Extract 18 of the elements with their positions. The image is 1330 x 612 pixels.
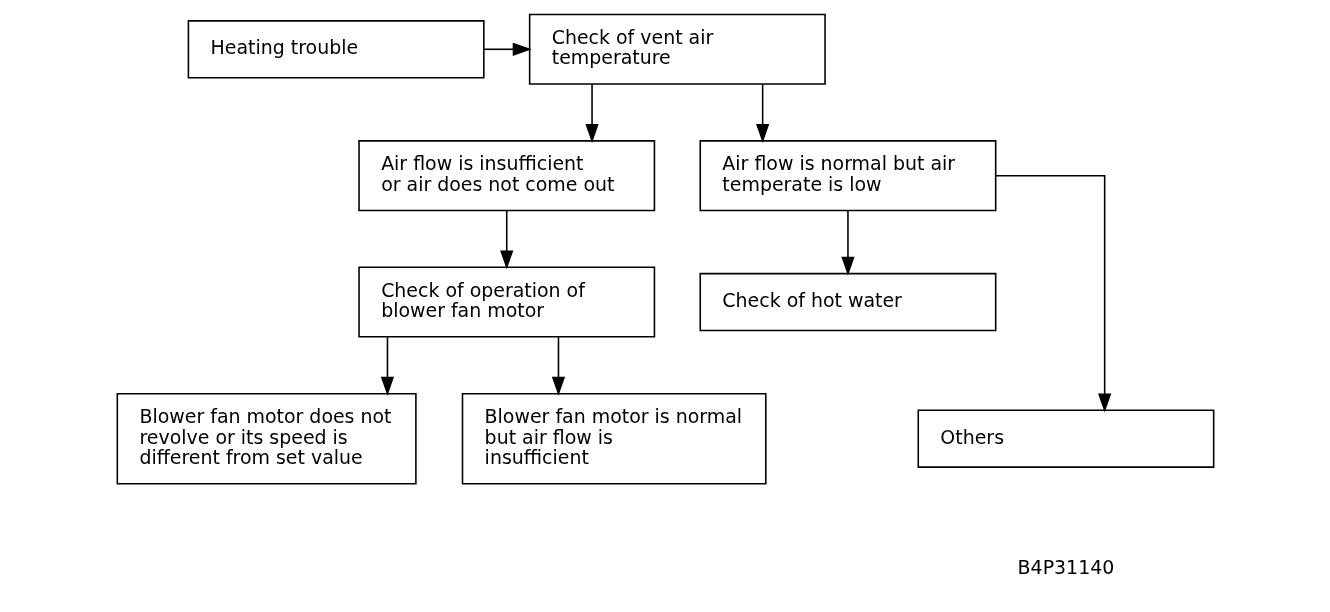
node-box: Check of vent air temperature [528, 13, 826, 85]
node-box: Others [916, 409, 1214, 468]
node-box: Check of hot water [698, 272, 996, 332]
arrow [755, 83, 769, 144]
arrow [380, 336, 394, 396]
node-box: Check of operation of blower fan motor [357, 266, 655, 338]
arrow [994, 174, 1111, 413]
node-box: Air flow is insufficient or air does not come out [357, 140, 655, 212]
arrow [499, 210, 513, 270]
arrow [483, 42, 532, 56]
node-box: Blower fan motor does not revolve or its speed is different from set value [116, 392, 417, 485]
node-box: Blower fan motor is normal but air flow is insufficient [461, 392, 767, 485]
label: B4P31140 [1017, 555, 1114, 578]
arrow [584, 83, 599, 144]
node-box: Air flow is normal but air temperate is low [698, 140, 996, 212]
arrow [840, 210, 855, 276]
node-box: Heating trouble [187, 20, 485, 79]
arrow [551, 336, 565, 396]
